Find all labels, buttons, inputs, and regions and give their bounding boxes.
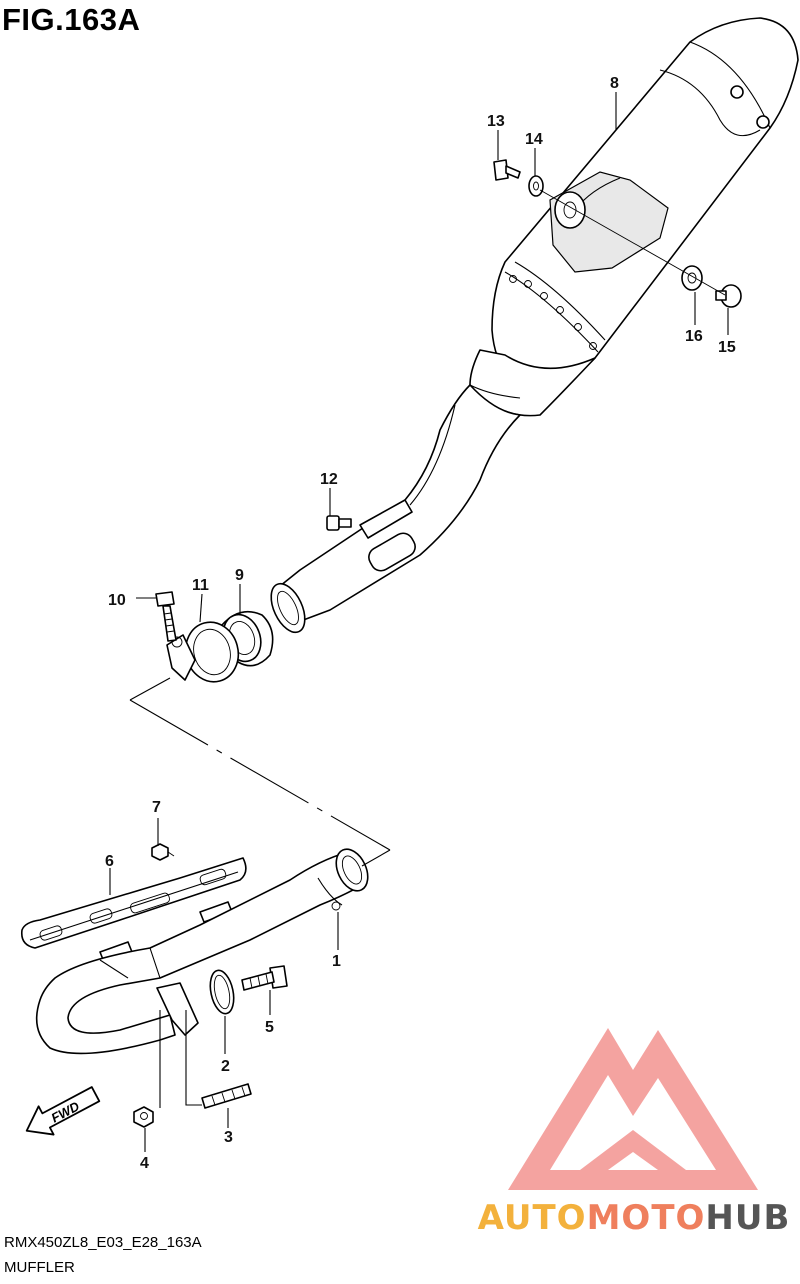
bolt-10: [155, 591, 177, 642]
callout-11: 11: [192, 577, 209, 594]
callout-6: 6: [105, 853, 114, 870]
callout-13: 13: [487, 113, 505, 130]
callout-7: 7: [152, 799, 161, 816]
callout-15: 15: [718, 339, 736, 356]
watermark-moto: MOTO: [586, 1198, 706, 1238]
callout-14: 14: [525, 131, 543, 148]
callout-5: 5: [265, 1019, 274, 1036]
bolt-5: [241, 965, 288, 991]
callout-12: 12: [320, 471, 338, 488]
figure-code: RMX450ZL8_E03_E28_163A: [4, 1234, 202, 1251]
callout-9: 9: [235, 567, 244, 584]
bolt-12: [326, 515, 352, 531]
gasket-2: [209, 969, 235, 1015]
watermark-hub: HUB: [705, 1198, 791, 1238]
exhaust-pipe: [35, 848, 369, 1055]
forward-direction-arrow: FWD: [25, 1086, 101, 1136]
watermark-logo: AUTOMOTOHUB: [468, 1020, 800, 1250]
callout-3: 3: [224, 1129, 233, 1146]
figure-title: FIG.163A: [2, 2, 141, 37]
callout-labels: 1 2 3 4 5 6 7 8 9 10 11 12 13 14 15 16: [105, 75, 736, 1172]
callout-4: 4: [140, 1155, 149, 1172]
callout-1: 1: [332, 953, 341, 970]
bolt-13: [493, 159, 521, 181]
nut-7: [151, 843, 175, 861]
bolt-15: [715, 284, 742, 308]
washer-14: [528, 175, 544, 197]
heat-shield: [20, 857, 247, 963]
callout-10: 10: [108, 592, 126, 609]
watermark-text: AUTOMOTOHUB: [468, 1198, 800, 1238]
mid-pipe: [270, 384, 521, 634]
leader-lines: [109, 92, 729, 1152]
callout-8: 8: [610, 75, 619, 92]
callout-16: 16: [685, 328, 703, 345]
collar-16: [681, 265, 703, 291]
muffler-body: [469, 17, 799, 417]
watermark-auto: AUTO: [477, 1198, 587, 1238]
stud-3: [201, 1083, 252, 1109]
callout-2: 2: [221, 1058, 230, 1075]
clamp: [166, 621, 240, 683]
figure-caption: MUFFLER: [4, 1259, 75, 1276]
nut-4: [133, 1106, 154, 1128]
watermark-triangle-icon: [508, 1028, 758, 1190]
